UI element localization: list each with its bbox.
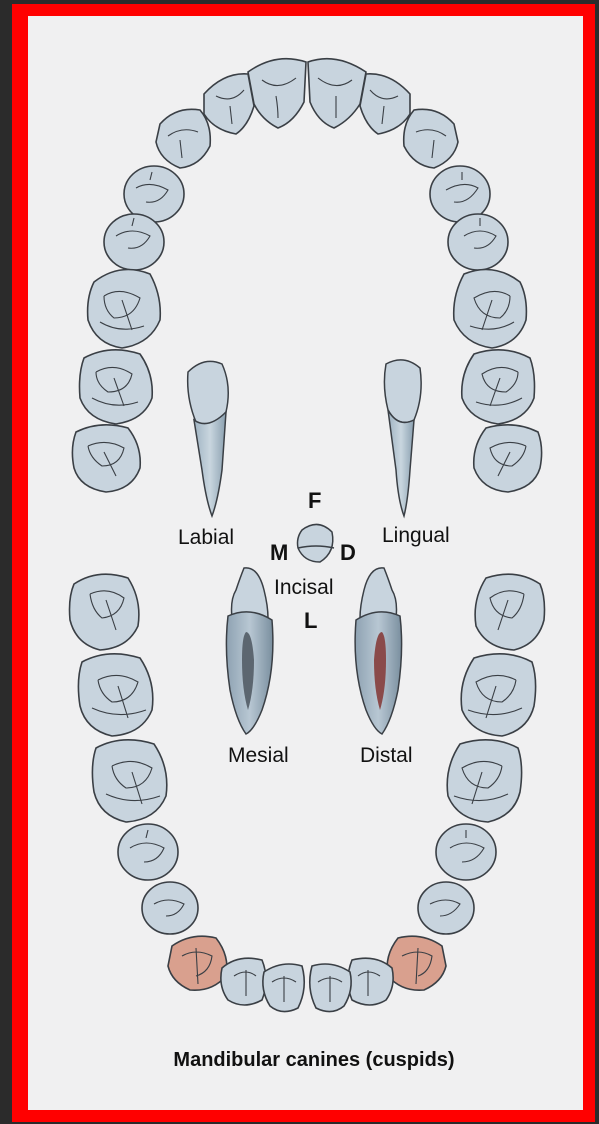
label-distal: Distal — [360, 744, 413, 767]
tooth-max-canine-right — [404, 109, 458, 168]
canine-labial-view — [188, 361, 229, 516]
label-mesial: Mesial — [228, 744, 289, 767]
canine-lingual-view — [384, 360, 421, 516]
tooth-max-molar3-right — [474, 425, 542, 492]
canine-distal-view — [355, 568, 401, 734]
maxillary-arch — [72, 59, 541, 492]
tooth-max-molar3-left — [72, 425, 140, 492]
mandibular-arch — [70, 574, 545, 1011]
tooth-mand-premolar1-left — [142, 882, 198, 934]
tooth-max-central-right — [308, 59, 366, 128]
tooth-max-canine-left — [156, 109, 210, 168]
tooth-max-molar2-left — [80, 350, 153, 424]
canine-mesial-view — [226, 568, 272, 734]
tooth-max-lateral-right — [360, 74, 410, 134]
tooth-mand-molar2-right — [461, 654, 535, 736]
tooth-max-premolar2-right — [448, 214, 508, 270]
tooth-max-molar2-right — [462, 350, 535, 424]
tooth-mand-molar2-left — [78, 654, 152, 736]
label-facial-abbr: F — [308, 488, 321, 513]
tooth-max-molar1-left — [88, 270, 161, 349]
tooth-mand-premolar2-left — [118, 824, 178, 880]
canine-incisal-view — [298, 524, 335, 562]
tooth-mand-molar3-left — [70, 574, 139, 650]
label-lingual-abbr: L — [304, 608, 317, 633]
label-incisal: Incisal — [274, 576, 334, 599]
tooth-max-premolar2-left — [104, 214, 164, 270]
label-distal-abbr: D — [340, 540, 356, 565]
tooth-mand-molar1-right — [447, 740, 521, 822]
label-labial: Labial — [178, 526, 234, 549]
tooth-max-lateral-left — [204, 74, 254, 134]
tooth-mand-lateral-left — [221, 958, 266, 1005]
tooth-mand-premolar1-right — [418, 882, 474, 934]
label-lingual: Lingual — [382, 524, 450, 547]
tooth-mand-lateral-right — [348, 958, 393, 1005]
maxillary-occlusal-details — [88, 78, 526, 476]
figure-caption: Mandibular canines (cuspids) — [173, 1049, 454, 1071]
tooth-max-molar1-right — [454, 270, 527, 349]
tooth-mand-molar1-left — [92, 740, 166, 822]
tooth-max-central-left — [248, 59, 306, 128]
label-mesial-abbr: M — [270, 540, 288, 565]
tooth-mand-molar3-right — [475, 574, 544, 650]
